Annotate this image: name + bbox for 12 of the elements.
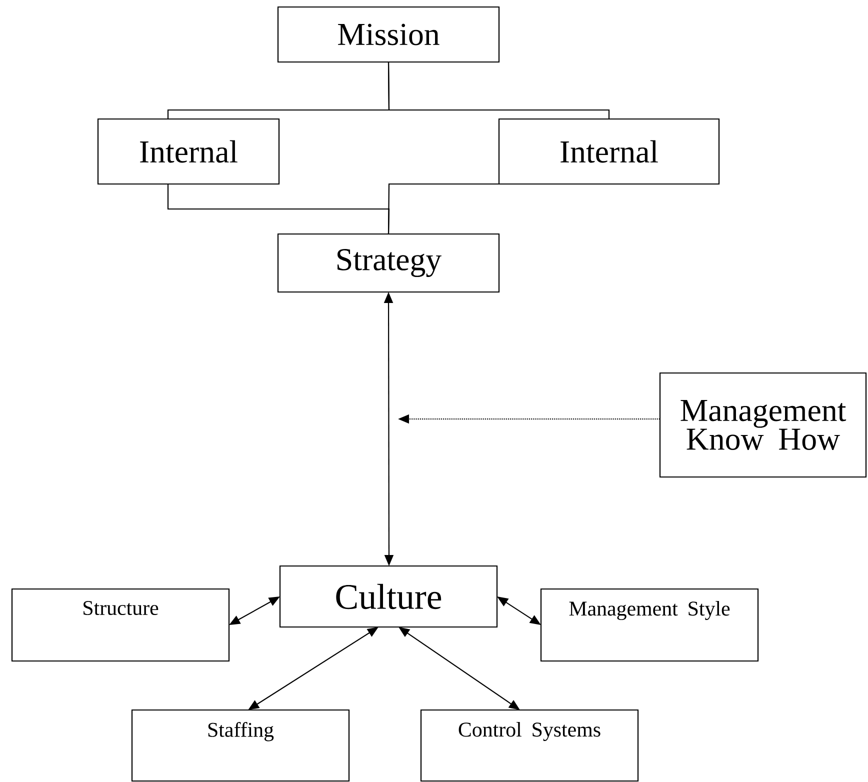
connector-line	[388, 62, 610, 119]
connector-line	[388, 183, 499, 234]
process-box: Control Systems	[420, 709, 639, 782]
process-box: Structure	[11, 588, 230, 662]
process-box: Internal	[498, 118, 720, 185]
process-box: Management Style	[540, 588, 759, 662]
process-box: Strategy	[277, 233, 500, 293]
process-box: Mission	[277, 6, 500, 63]
process-box: Management Know How	[659, 372, 867, 478]
process-box: Internal	[97, 118, 280, 185]
process-box: Staffing	[131, 709, 350, 782]
process-box: Culture	[279, 565, 498, 628]
